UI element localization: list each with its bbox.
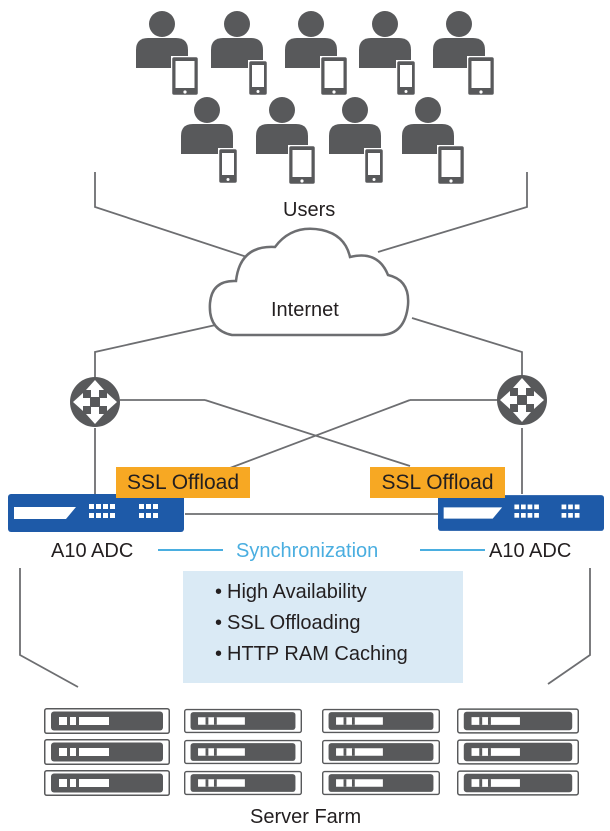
- server-farm-label: Server Farm: [250, 806, 362, 828]
- router-icon-right: [497, 375, 547, 425]
- benefit-item: SSL Offloading: [215, 608, 463, 639]
- internet-label: Internet: [271, 299, 339, 321]
- server-icon: [44, 708, 170, 734]
- tablet-icon: [437, 145, 465, 185]
- link-users-left: [94, 172, 251, 259]
- phone-icon: [364, 148, 384, 184]
- server-farm: [44, 708, 579, 796]
- server-icon: [457, 739, 579, 765]
- tablet-icon: [467, 56, 495, 96]
- link-internet-router-right: [411, 317, 523, 376]
- synchronization-label: Synchronization: [236, 540, 379, 562]
- adc-left-label: A10 ADC: [51, 540, 134, 562]
- tablet-icon: [171, 56, 199, 96]
- link-router-right-cross-2: [229, 399, 411, 469]
- link-internet-router-left: [94, 319, 239, 380]
- tablet-icon: [288, 145, 316, 185]
- server-icon: [322, 770, 440, 796]
- tablet-icon: [320, 56, 348, 96]
- server-icon: [44, 770, 170, 796]
- users-group: [136, 11, 495, 185]
- users-label: Users: [283, 199, 336, 221]
- phone-icon: [396, 60, 416, 96]
- link-router-left-cross-2: [204, 399, 411, 467]
- server-icon: [44, 739, 170, 765]
- server-icon: [322, 708, 440, 734]
- user-icon: [359, 11, 411, 68]
- user-icon: [181, 97, 233, 154]
- server-icon: [457, 708, 579, 734]
- benefit-item: HTTP RAM Caching: [215, 639, 463, 670]
- cloud-icon: [208, 227, 410, 337]
- ssl-offload-badge-right: SSL Offload: [370, 467, 505, 498]
- link-users-right: [377, 172, 528, 253]
- user-icon: [211, 11, 263, 68]
- adc-right-label: A10 ADC: [489, 540, 572, 562]
- server-icon: [457, 770, 579, 796]
- link-adc-servers-left: [19, 568, 79, 688]
- ssl-offload-badge-left: SSL Offload: [116, 467, 250, 498]
- server-icon: [184, 708, 302, 734]
- server-icon: [184, 770, 302, 796]
- phone-icon: [248, 60, 268, 96]
- benefits-box: High Availability SSL Offloading HTTP RA…: [183, 571, 463, 683]
- phone-icon: [218, 148, 238, 184]
- benefit-item: High Availability: [215, 577, 463, 608]
- server-icon: [184, 739, 302, 765]
- adc-device-right: [438, 495, 604, 531]
- link-adc-servers-right: [547, 568, 591, 685]
- user-icon: [329, 97, 381, 154]
- adc-device-left: [8, 494, 184, 532]
- router-icon-left: [70, 377, 120, 427]
- server-icon: [322, 739, 440, 765]
